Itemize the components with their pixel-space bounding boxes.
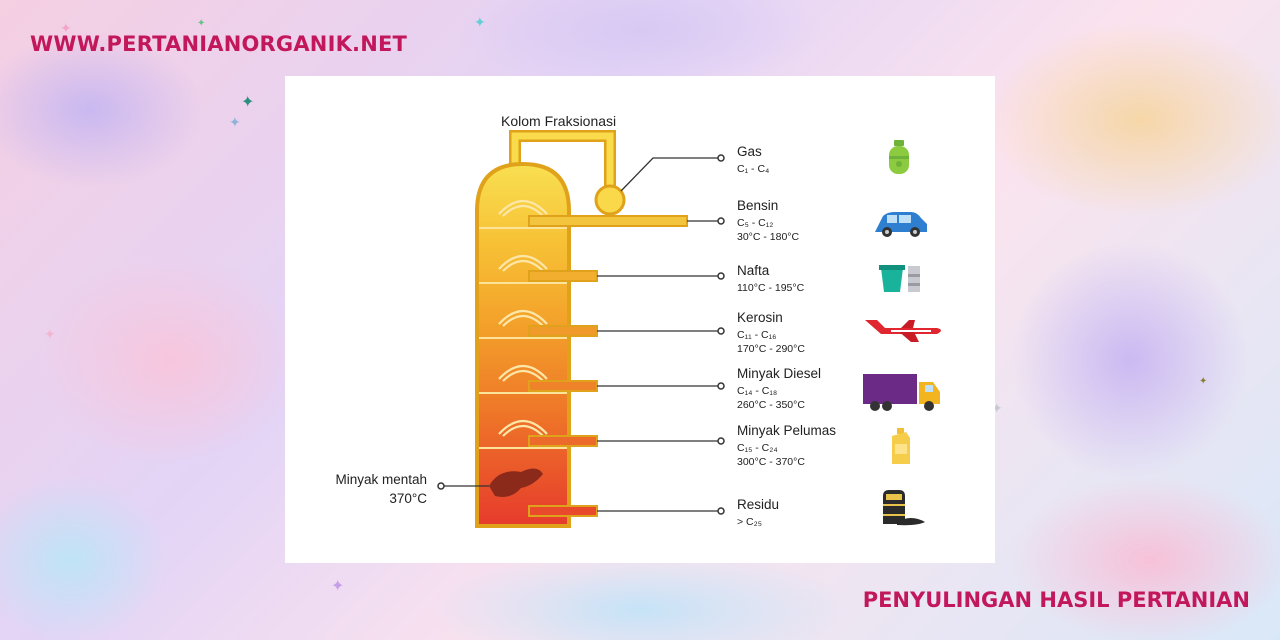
fraction-carbon: C₁ - C₄ bbox=[737, 163, 769, 175]
fraction-carbon: C₁₅ - C₂₄ bbox=[737, 442, 778, 454]
leader-lines bbox=[441, 220, 718, 512]
fraction-carbon: C₁₁ - C₁₆ bbox=[737, 329, 776, 341]
site-url: WWW.PERTANIANORGANIK.NET bbox=[30, 32, 408, 56]
sparkle-icon: ✦ bbox=[229, 114, 241, 130]
asphalt-barrel-icon bbox=[883, 490, 925, 526]
sparkle-icon: ✦ bbox=[474, 14, 486, 30]
fractional-distillation-diagram: Kolom Fraksionasi bbox=[335, 113, 941, 528]
sparkle-icon: ✦ bbox=[197, 18, 206, 29]
fraction-temp: 260°C - 350°C bbox=[737, 399, 805, 411]
car-icon bbox=[875, 212, 927, 237]
sparkle-icon: ✦ bbox=[60, 20, 72, 36]
fraction-carbon: > C₂₅ bbox=[737, 516, 762, 528]
crude-oil-blob bbox=[489, 468, 543, 497]
condenser bbox=[594, 184, 626, 216]
truck-icon bbox=[863, 374, 940, 411]
fraction-temp: 170°C - 290°C bbox=[737, 343, 805, 355]
fraction-name: Residu bbox=[737, 497, 779, 512]
fraction-name: Nafta bbox=[737, 263, 770, 278]
sparkle-icon: ✦ bbox=[1199, 376, 1208, 387]
fraction-carbon: C₁₄ - C₁₈ bbox=[737, 385, 777, 397]
fraction-name: Minyak Pelumas bbox=[737, 423, 836, 438]
column-title: Kolom Fraksionasi bbox=[501, 113, 616, 129]
fraction-temp: 300°C - 370°C bbox=[737, 456, 805, 468]
sparkle-icon: ✦ bbox=[991, 400, 1003, 416]
bubble-caps bbox=[498, 199, 548, 437]
sparkle-icon: ✦ bbox=[44, 326, 56, 342]
airplane-icon bbox=[865, 320, 941, 342]
leader-dots bbox=[437, 154, 725, 515]
fraction-name: Bensin bbox=[737, 198, 778, 213]
paint-bucket-icon bbox=[879, 265, 920, 292]
fraction-name: Kerosin bbox=[737, 310, 783, 325]
fraction-carbon: C₅ - C₁₂ bbox=[737, 217, 773, 229]
lpg-gas-cylinder-icon bbox=[889, 140, 909, 174]
sparkle-icon: ✦ bbox=[331, 578, 345, 595]
fraction-temp: 110°C - 195°C bbox=[737, 282, 805, 294]
diagram-card: Kolom Fraksionasi bbox=[285, 76, 995, 563]
fraction-name: Minyak Diesel bbox=[737, 366, 821, 381]
oil-bottle-icon bbox=[892, 428, 910, 464]
fraction-name: Gas bbox=[737, 144, 762, 159]
fraction-temp: 30°C - 180°C bbox=[737, 231, 800, 243]
column-trays bbox=[479, 227, 567, 449]
sparkle-icon: ✦ bbox=[241, 94, 255, 111]
page-title: PENYULINGAN HASIL PERTANIAN bbox=[862, 588, 1250, 612]
input-temp: 370°C bbox=[389, 491, 427, 506]
input-label: Minyak mentah bbox=[335, 472, 427, 487]
